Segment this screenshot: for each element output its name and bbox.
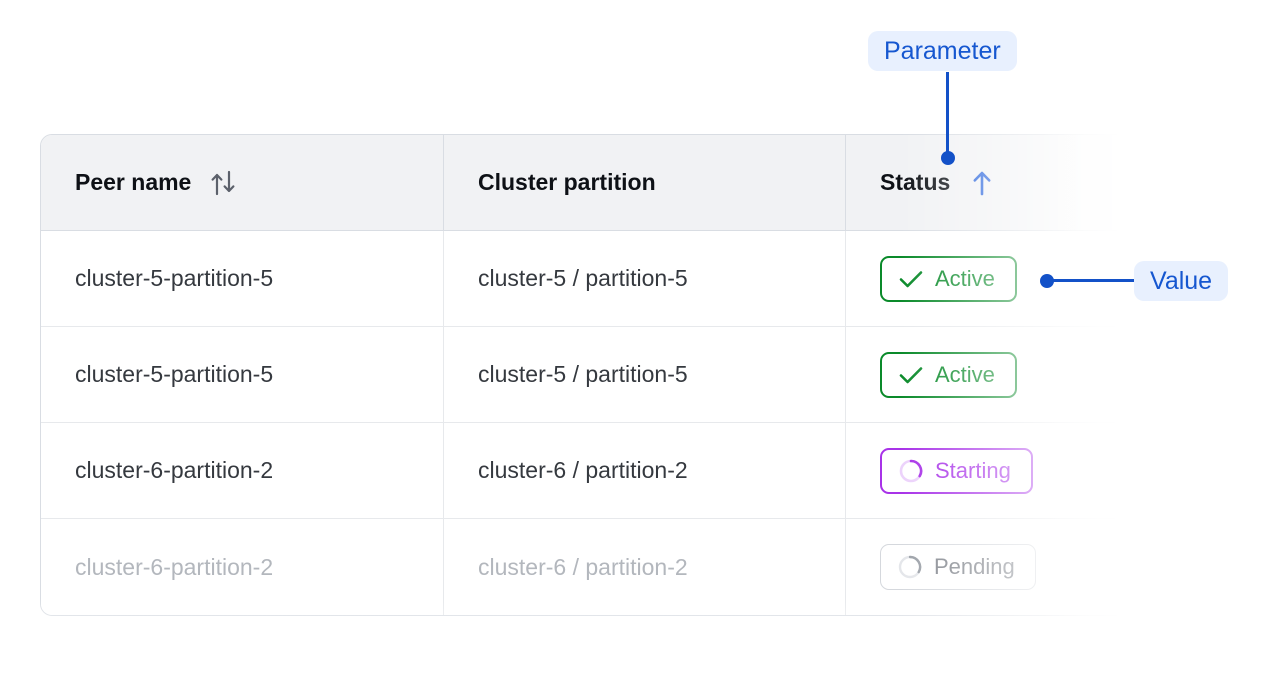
- column-header-cluster-partition-label: Cluster partition: [478, 169, 656, 195]
- arrow-up-icon[interactable]: [968, 168, 996, 198]
- table-row[interactable]: cluster-6-partition-2 cluster-6 / partit…: [41, 519, 1200, 615]
- status-badge: Active: [880, 351, 1017, 398]
- parameter-connector-dot: [941, 151, 955, 165]
- cell-cluster-partition: cluster-5 / partition-5: [444, 231, 846, 327]
- cell-status: Pending: [846, 519, 1200, 615]
- cell-status: Active: [846, 327, 1200, 423]
- sort-updown-icon[interactable]: [209, 168, 237, 198]
- check-icon: [898, 364, 924, 386]
- status-badge-label: Active: [935, 265, 995, 291]
- parameter-callout-badge: Parameter: [868, 31, 1017, 71]
- cell-cluster-partition: cluster-6 / partition-2: [444, 519, 846, 615]
- status-badge: Active: [880, 255, 1017, 302]
- value-connector-dot: [1040, 274, 1054, 288]
- check-icon: [898, 268, 924, 290]
- cell-cluster-partition: cluster-6 / partition-2: [444, 423, 846, 519]
- value-connector-line: [1048, 279, 1136, 282]
- table-header-row: Peer name Cluster partition: [41, 135, 1200, 231]
- column-header-peer-name[interactable]: Peer name: [41, 135, 444, 231]
- status-badge-label: Starting: [935, 457, 1011, 483]
- status-badge: Starting: [880, 447, 1033, 494]
- status-badge: Pending: [880, 544, 1036, 590]
- cell-cluster-partition: cluster-5 / partition-5: [444, 327, 846, 423]
- column-header-cluster-partition[interactable]: Cluster partition: [444, 135, 846, 231]
- cell-peer-name: cluster-5-partition-5: [41, 231, 444, 327]
- table-header: Peer name Cluster partition: [41, 135, 1200, 231]
- table-row[interactable]: cluster-5-partition-5 cluster-5 / partit…: [41, 231, 1200, 327]
- peers-table-container: Peer name Cluster partition: [40, 134, 1200, 688]
- status-badge-label: Active: [935, 361, 995, 387]
- column-header-status-label: Status: [880, 169, 951, 195]
- column-header-status[interactable]: Status: [846, 135, 1200, 231]
- table-row[interactable]: cluster-6-partition-2 cluster-6 / partit…: [41, 423, 1200, 519]
- value-callout-badge: Value: [1134, 261, 1229, 301]
- cell-peer-name: cluster-6-partition-2: [41, 423, 444, 519]
- table-row[interactable]: cluster-5-partition-5 cluster-5 / partit…: [41, 327, 1200, 423]
- parameter-connector-line: [946, 72, 949, 158]
- cell-peer-name: cluster-5-partition-5: [41, 327, 444, 423]
- peers-table: Peer name Cluster partition: [40, 134, 1200, 616]
- cell-status: Starting: [846, 423, 1200, 519]
- status-badge-label: Pending: [934, 554, 1015, 579]
- spinner-icon: [897, 554, 923, 580]
- cell-peer-name: cluster-6-partition-2: [41, 519, 444, 615]
- table-body: cluster-5-partition-5 cluster-5 / partit…: [41, 231, 1200, 615]
- spinner-icon: [898, 458, 924, 484]
- column-header-peer-name-label: Peer name: [75, 169, 192, 195]
